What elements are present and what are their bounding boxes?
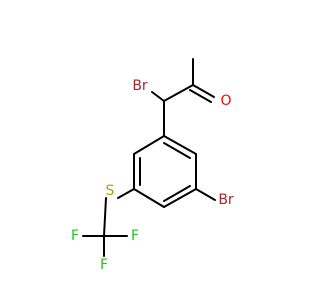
ring-inner-bond-2 [163, 185, 191, 202]
bond-alpha-bromine [151, 91, 165, 102]
bond-ring-bromine [195, 188, 216, 201]
atom-label-fluorine-right: F [131, 228, 139, 244]
ring-bond-3 [163, 188, 197, 208]
atom-label-fluorine-bottom: F [100, 257, 108, 273]
atom-label-bromine-ring: Br [218, 192, 234, 208]
ring-bond-4 [133, 188, 165, 208]
atom-label-sulfur: S [106, 183, 115, 199]
bond-carbonyl-oxygen-2 [189, 89, 212, 103]
molecule-drawing: Br O Br S F F F [71, 58, 234, 273]
atom-label-oxygen: O [220, 93, 231, 109]
ring-bond-1 [163, 135, 197, 155]
molecule-structure-diagram: Br O Br S F F F [70, 58, 234, 273]
ring-bond-6 [133, 135, 165, 155]
bond-layer [82, 58, 216, 257]
bond-sulfur-cf3 [103, 197, 107, 237]
atom-label-fluorine-left: F [71, 228, 79, 244]
ring-inner-bond-1 [163, 142, 191, 159]
bond-carbonyl-alpha [163, 84, 194, 102]
bond-carbonyl-oxygen-1 [192, 84, 215, 98]
atom-label-bromine-alpha: Br [132, 78, 148, 94]
atom-label-layer: Br O Br S F F F [71, 78, 234, 273]
bond-ring-sulfur [117, 188, 135, 199]
